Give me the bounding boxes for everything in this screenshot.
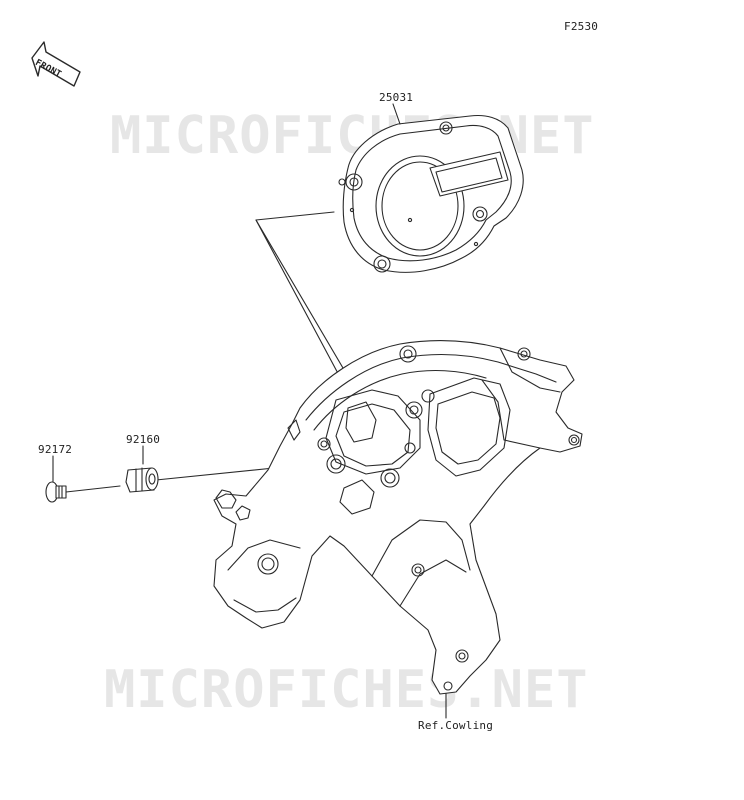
part-number-92160[interactable]: 92160 bbox=[126, 433, 161, 446]
part-number-25031[interactable]: 25031 bbox=[379, 91, 414, 104]
screw-92172-drawing bbox=[45, 481, 67, 503]
meter-bracket-drawing bbox=[213, 339, 583, 695]
reference-cowling-label: Ref.Cowling bbox=[418, 719, 494, 732]
figure-code: F2530 bbox=[564, 20, 599, 33]
meter-assembly-drawing bbox=[338, 114, 524, 273]
front-arrow-icon bbox=[31, 41, 81, 87]
watermark-bottom: MICROFICHES.NET bbox=[104, 660, 589, 720]
grommet-92160-drawing bbox=[125, 467, 159, 493]
part-number-92172[interactable]: 92172 bbox=[38, 443, 73, 456]
